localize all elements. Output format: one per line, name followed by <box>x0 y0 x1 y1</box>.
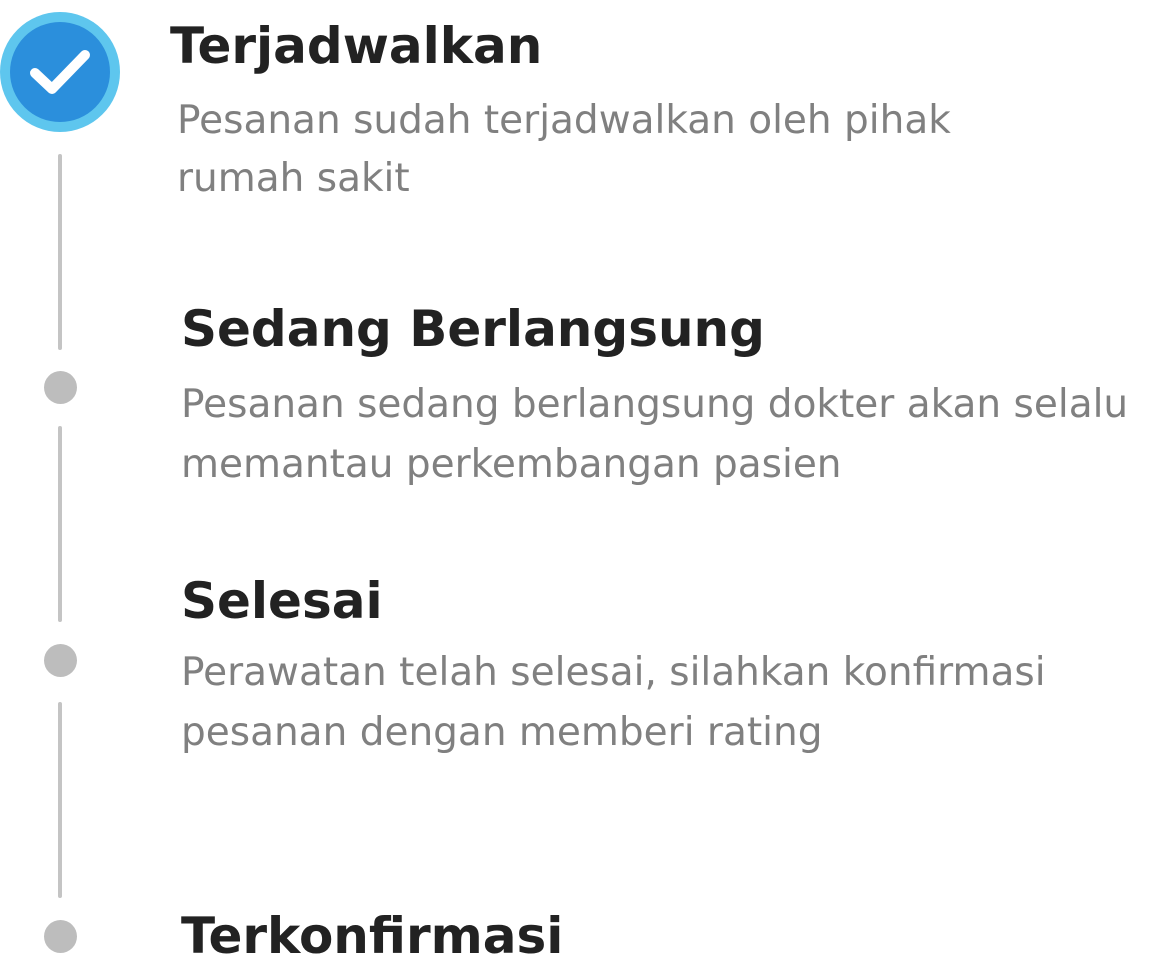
timeline-connector <box>58 426 62 622</box>
step-description-line: rumah sakit <box>177 156 410 201</box>
step-description-line: Pesanan sedang berlangsung dokter akan s… <box>181 382 1129 427</box>
dot-icon <box>44 920 77 953</box>
check-icon <box>30 50 90 94</box>
step-title: Terkonfirmasi <box>181 907 564 965</box>
step-description-line: Perawatan telah selesai, silahkan konfir… <box>181 650 1046 695</box>
step-completed-indicator <box>0 12 120 132</box>
step-title: Sedang Berlangsung <box>181 300 765 358</box>
step-description-line: memantau perkembangan pasien <box>181 442 842 487</box>
dot-icon <box>44 371 77 404</box>
dot-icon <box>44 644 77 677</box>
step-description-line: Pesanan sudah terjadwalkan oleh pihak <box>177 98 951 143</box>
step-title: Terjadwalkan <box>170 17 543 75</box>
timeline-connector <box>58 154 62 350</box>
step-title: Selesai <box>181 572 383 630</box>
step-description-line: pesanan dengan memberi rating <box>181 710 823 755</box>
timeline-connector <box>58 702 62 898</box>
